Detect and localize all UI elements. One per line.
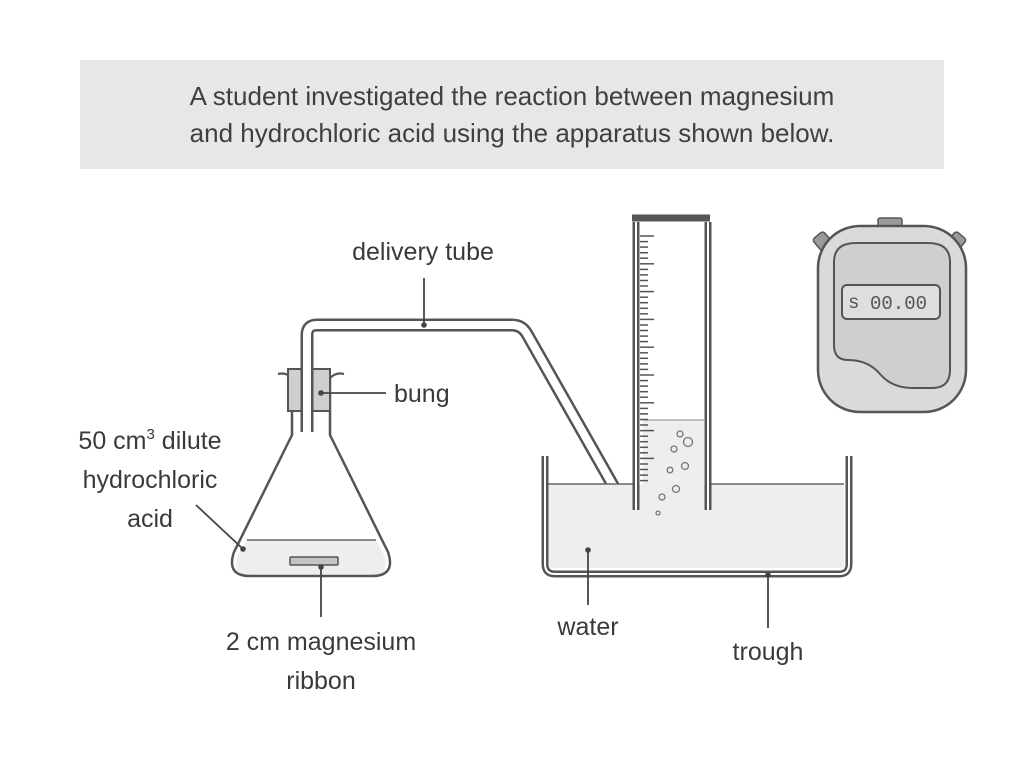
label-magnesium-line-1: 2 cm magnesium [226,628,416,656]
label-water: water [556,613,618,641]
label-trough: trough [733,638,804,666]
label-delivery-tube: delivery tube [352,238,494,266]
flask-body [230,378,392,578]
flask-lip-right [329,372,345,379]
label-acid-line-1: 50 cm3 dilute [78,426,221,455]
question-line-1: A student investigated the reaction betw… [189,80,835,111]
magnesium-ribbon-shape [289,556,339,566]
measuring-cylinder [632,214,712,516]
question-line-2: and hydrochloric acid using the apparatu… [189,117,835,148]
gas-bubbles [655,430,694,516]
cylinder-scale [640,235,654,482]
stopwatch-unit: s [848,292,859,314]
cylinder-water [643,420,704,510]
label-acid-line-2: hydrochloric [83,466,218,494]
label-acid-line-3: acid [127,505,173,533]
stopwatch-display [841,284,941,320]
label-magnesium-line-2: ribbon [286,667,356,695]
question-banner: A student investigated the reaction betw… [80,60,944,169]
label-pointers [195,278,771,628]
conical-flask [230,372,392,578]
stopwatch-reading: 00.00 [870,293,927,315]
stopwatch: s 00.00 [812,217,968,414]
label-bung: bung [394,380,450,408]
